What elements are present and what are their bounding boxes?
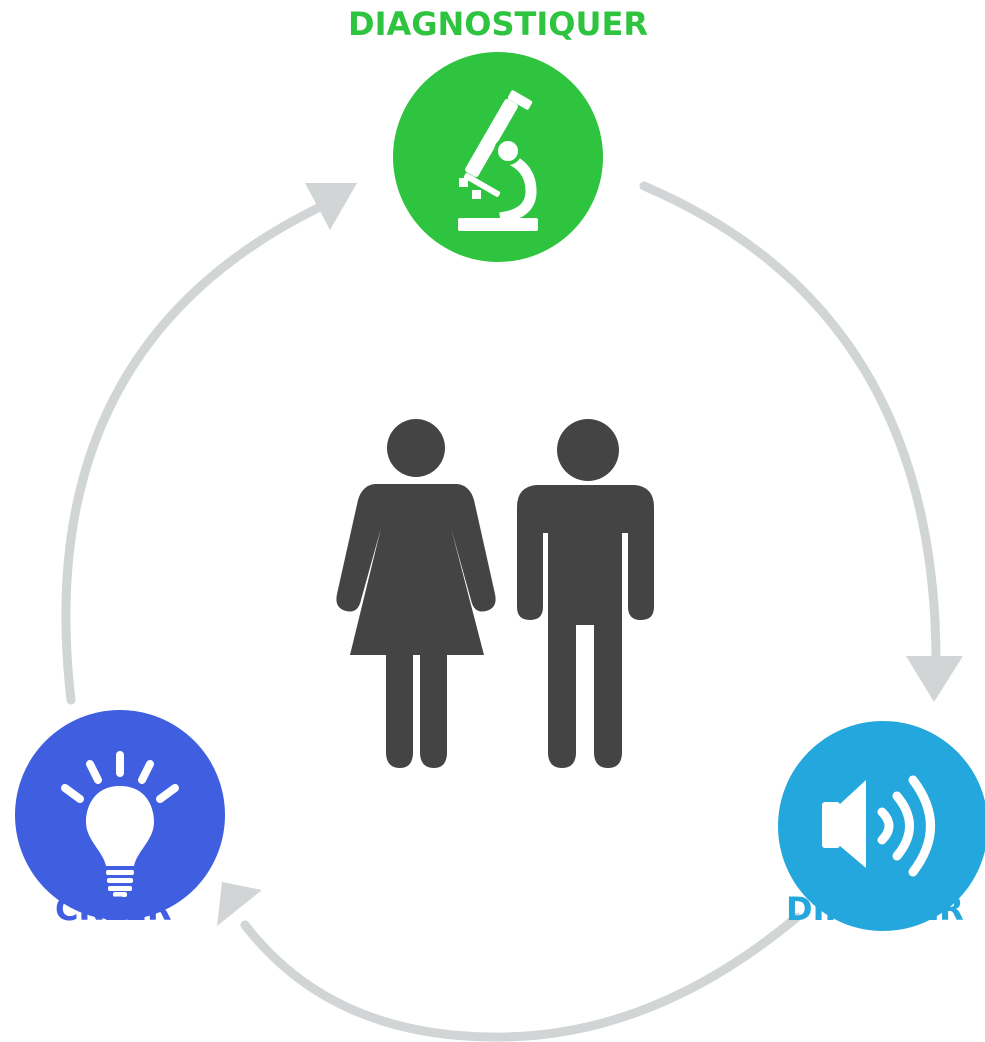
arrowhead-bottom-left — [217, 882, 262, 926]
woman-figure-icon — [336, 419, 496, 768]
speaker-icon — [822, 775, 935, 877]
arrowhead-top-left — [305, 183, 357, 230]
arrow-create-to-diagnose — [61, 203, 323, 705]
arrowhead-down-right — [906, 656, 963, 702]
arrow-heads — [217, 183, 963, 926]
stage-create — [15, 710, 225, 920]
stage-spread-circle — [778, 721, 985, 931]
stage-label-create: CREER — [55, 890, 172, 928]
stage-label-spread: DIFFUSER — [786, 890, 964, 928]
man-figure-icon — [517, 419, 654, 768]
stage-diagnose — [393, 52, 603, 262]
lightbulb-icon — [61, 751, 179, 897]
people-icon — [336, 419, 654, 768]
stage-spread — [778, 721, 985, 931]
arrow-spread-to-create — [240, 912, 802, 1042]
microscope-icon — [458, 90, 538, 231]
arrow-diagnose-to-spread — [639, 181, 941, 665]
cycle-arrows — [61, 181, 941, 1042]
stage-label-diagnose: DIAGNOSTIQUER — [348, 5, 648, 43]
